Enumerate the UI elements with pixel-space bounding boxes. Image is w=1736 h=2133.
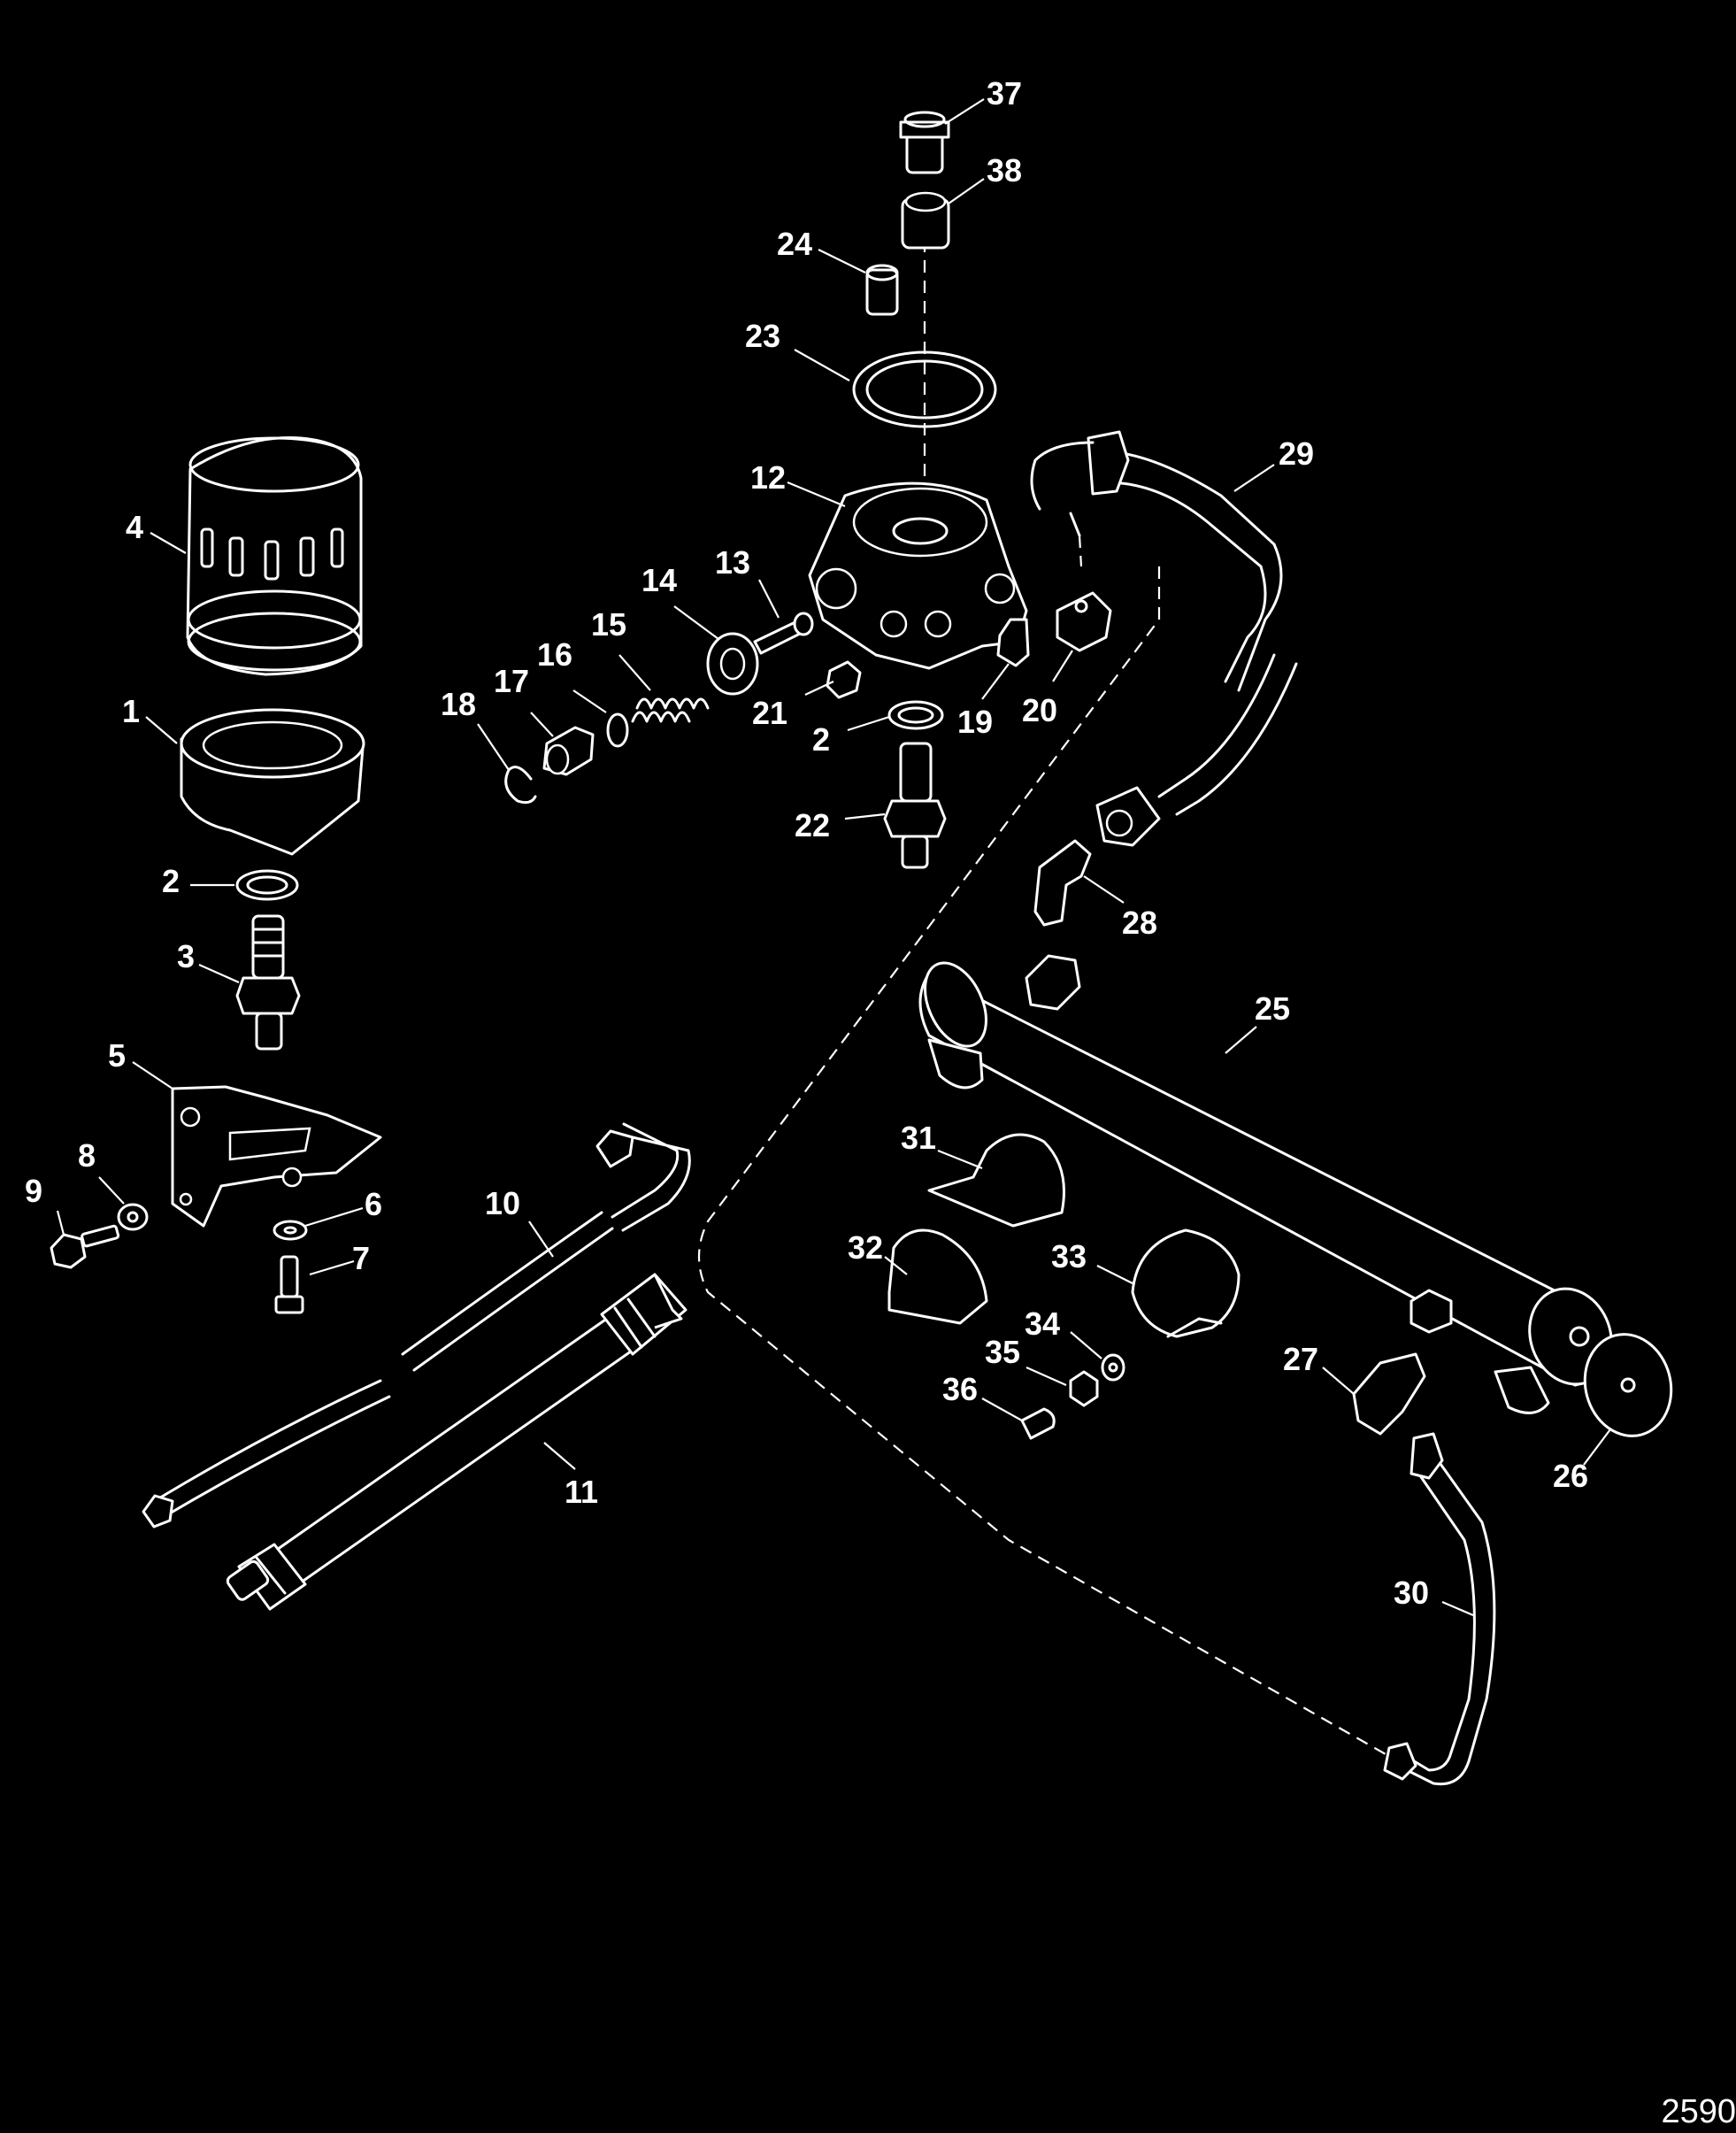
callout-labels: 4 1 2 3 5 6 7 8 9 10 11 12 13 14 15 16 1…	[25, 75, 1588, 1611]
callout-29: 29	[1279, 435, 1314, 472]
callout-5: 5	[108, 1037, 126, 1074]
callout-11: 11	[565, 1474, 598, 1510]
tee-fitting-20	[1056, 591, 1112, 652]
elbow-fitting-28	[1033, 839, 1092, 927]
callout-35: 35	[985, 1334, 1020, 1370]
coupling-38	[901, 191, 950, 250]
callout-25: 25	[1255, 990, 1290, 1027]
washer-8	[117, 1203, 149, 1231]
callout-21: 21	[752, 695, 787, 731]
callout-14: 14	[641, 562, 677, 598]
callout-1: 1	[122, 693, 140, 729]
callout-34: 34	[1025, 1305, 1060, 1342]
callout-33: 33	[1051, 1238, 1087, 1274]
callout-2-center: 2	[812, 721, 830, 758]
callout-28: 28	[1122, 905, 1157, 941]
callout-12: 12	[750, 459, 786, 496]
seal-ring-center	[887, 700, 944, 730]
figure-number: 2590	[1661, 2093, 1736, 2130]
oil-line-10	[142, 1122, 691, 1529]
screw-7	[274, 1255, 304, 1314]
callout-30: 30	[1394, 1575, 1429, 1611]
callout-22: 22	[795, 807, 830, 843]
spring	[631, 697, 710, 723]
callout-13: 13	[715, 544, 750, 581]
callout-20: 20	[1022, 692, 1057, 728]
filter-adapter	[180, 708, 365, 856]
callout-7: 7	[352, 1240, 370, 1276]
gasket-ring	[852, 350, 997, 428]
callout-10: 10	[485, 1185, 520, 1221]
callout-26: 26	[1553, 1458, 1588, 1494]
center-nipple	[883, 742, 947, 869]
callout-38: 38	[987, 152, 1022, 189]
cradle-31	[927, 1133, 1065, 1228]
upper-hose-29	[1030, 430, 1298, 847]
callout-8: 8	[78, 1137, 96, 1174]
end-cap	[1583, 1333, 1673, 1437]
callout-2-left: 2	[162, 863, 180, 899]
nut-35	[1069, 1370, 1099, 1407]
o-ring	[606, 712, 629, 748]
oil-filter	[186, 435, 363, 676]
hose-clamp-33	[1131, 1228, 1241, 1338]
plug	[542, 726, 595, 776]
callout-15: 15	[591, 606, 626, 643]
callout-32: 32	[848, 1229, 883, 1266]
callout-18: 18	[441, 686, 476, 722]
seal-ring-left	[235, 869, 299, 901]
lower-hose-30	[1383, 1432, 1496, 1786]
callout-4: 4	[126, 509, 143, 545]
callout-31: 31	[901, 1120, 936, 1156]
fitting-37	[899, 111, 950, 174]
callout-16: 16	[537, 636, 572, 673]
bearing-ring	[706, 632, 759, 696]
nipple-24	[865, 264, 899, 316]
adapter-nipple	[235, 914, 301, 1051]
washer-34	[1101, 1353, 1125, 1382]
callout-24: 24	[777, 226, 812, 262]
elbow-fitting-19	[996, 618, 1030, 667]
elbow-fitting-27	[1352, 1352, 1426, 1436]
callout-3: 3	[177, 938, 195, 974]
mounting-bracket	[171, 1085, 382, 1228]
callout-17: 17	[494, 663, 529, 699]
retaining-ring	[504, 766, 537, 805]
callout-19: 19	[957, 704, 993, 740]
callout-9: 9	[25, 1173, 42, 1209]
callout-23: 23	[745, 318, 780, 354]
oil-hose-11	[226, 1273, 687, 1611]
filter-housing	[808, 481, 1028, 670]
leader-lines	[56, 98, 1611, 1617]
callout-27: 27	[1283, 1341, 1318, 1377]
key-36	[1020, 1407, 1056, 1440]
washer-6	[273, 1220, 308, 1241]
bolt-9	[50, 1224, 120, 1269]
pipe-plug-21	[826, 660, 862, 699]
valve-pin	[753, 612, 814, 655]
callout-37: 37	[987, 75, 1022, 112]
callout-6: 6	[365, 1186, 382, 1222]
cradle-32	[887, 1228, 988, 1325]
callout-36: 36	[942, 1371, 978, 1407]
